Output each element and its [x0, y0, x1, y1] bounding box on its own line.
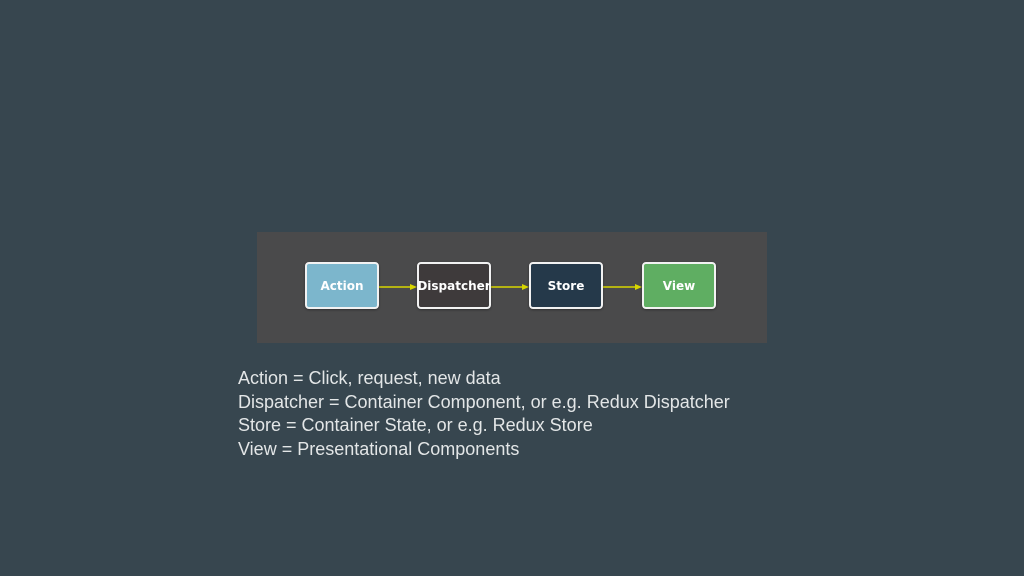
- legend-line-dispatcher: Dispatcher = Container Component, or e.g…: [238, 391, 730, 412]
- node-store: Store: [529, 262, 603, 309]
- arrowhead-action-to-dispatcher: [410, 284, 417, 290]
- arrowhead-store-to-view: [635, 284, 642, 290]
- node-dispatcher: Dispatcher: [417, 262, 491, 309]
- flow-diagram-panel: Action Dispatcher Store View: [257, 232, 767, 343]
- legend-line-action: Action = Click, request, new data: [238, 368, 501, 388]
- legend-line-store: Store = Container State, or e.g. Redux S…: [238, 415, 593, 435]
- node-action: Action: [305, 262, 379, 309]
- arrowhead-dispatcher-to-store: [522, 284, 529, 290]
- node-view: View: [642, 262, 716, 309]
- legend-text: Action = Click, request, new data Dispat…: [238, 367, 878, 461]
- legend-line-view: View = Presentational Components: [238, 438, 520, 459]
